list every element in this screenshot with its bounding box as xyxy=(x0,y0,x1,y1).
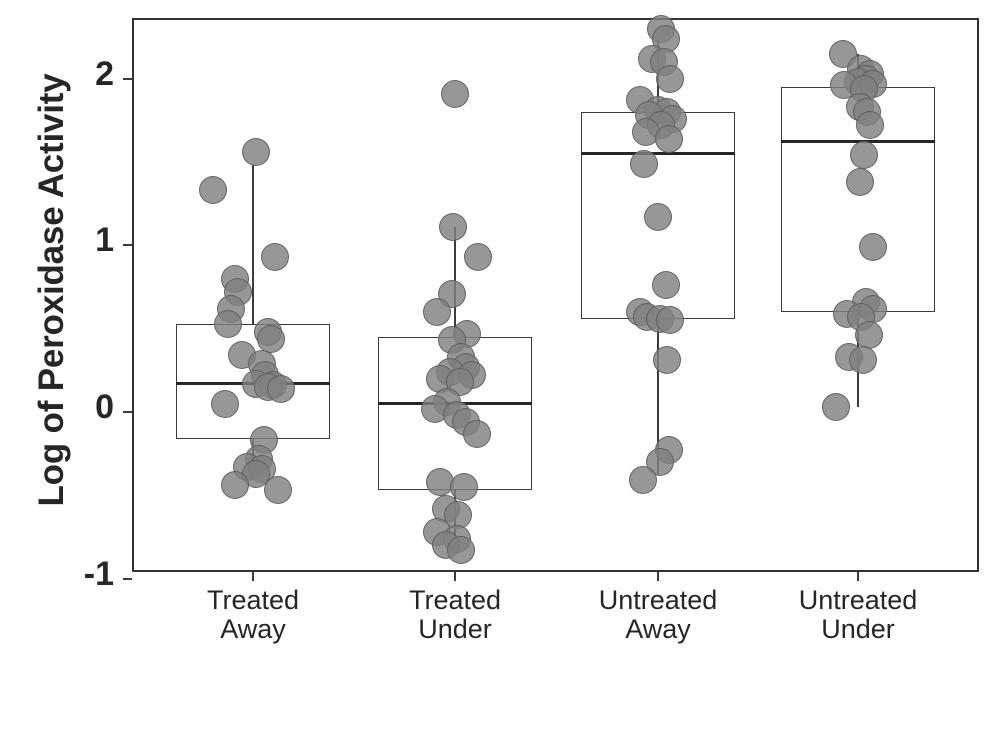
data-point xyxy=(242,137,271,166)
x-tick-mark xyxy=(454,572,456,581)
data-point xyxy=(266,374,295,403)
data-point xyxy=(654,124,683,153)
y-tick-label: 1 xyxy=(95,221,114,260)
data-point xyxy=(263,476,292,505)
x-tick-label-line: Untreated xyxy=(598,585,718,615)
y-tick-label: 0 xyxy=(95,388,114,426)
x-tick-label-line: Away xyxy=(220,614,286,645)
x-tick-mark xyxy=(252,572,254,581)
plot-frame xyxy=(132,18,979,572)
data-point xyxy=(462,419,491,448)
data-point xyxy=(651,271,680,300)
data-point xyxy=(450,473,479,501)
x-tick-label-line: Under xyxy=(821,614,895,645)
data-point xyxy=(653,346,682,375)
x-tick-label-line: Away xyxy=(625,614,691,645)
data-point xyxy=(854,321,883,350)
data-point xyxy=(845,167,874,196)
x-tick-label-line: Under xyxy=(418,614,492,645)
y-tick-label: -1 xyxy=(83,554,114,593)
y-tick-mark xyxy=(123,411,132,413)
data-point xyxy=(260,242,289,271)
data-point xyxy=(656,306,685,335)
data-point xyxy=(848,346,877,375)
data-point xyxy=(439,212,468,241)
data-point xyxy=(441,79,469,108)
data-point xyxy=(630,149,659,178)
data-point xyxy=(628,466,657,495)
whisker-lower xyxy=(657,318,659,476)
y-tick-mark xyxy=(123,77,132,80)
data-point xyxy=(214,309,243,338)
data-point xyxy=(447,536,476,565)
data-point xyxy=(822,392,851,421)
y-tick-label: 2 xyxy=(95,54,114,93)
x-tick-label-line: Untreated xyxy=(798,585,918,615)
data-point xyxy=(656,64,685,93)
whisker-upper xyxy=(252,165,254,324)
data-point xyxy=(859,232,888,261)
median-line-2 xyxy=(581,152,735,156)
data-point xyxy=(211,389,240,418)
x-tick-label-line: Treated xyxy=(206,585,300,615)
data-point xyxy=(850,141,879,170)
data-point xyxy=(198,176,227,205)
x-tick-label-line: Treated xyxy=(408,585,502,615)
data-point xyxy=(644,202,672,231)
data-point xyxy=(856,111,885,140)
y-tick-mark xyxy=(123,577,132,580)
x-tick-mark xyxy=(657,572,659,581)
data-point xyxy=(425,468,454,496)
x-tick-mark xyxy=(857,572,859,581)
data-point xyxy=(220,471,249,500)
data-point xyxy=(422,297,451,326)
data-point xyxy=(257,324,286,353)
y-tick-mark xyxy=(123,244,132,247)
data-point xyxy=(464,242,493,271)
y-axis-title: Log of Peroxidase Activity xyxy=(32,73,71,507)
